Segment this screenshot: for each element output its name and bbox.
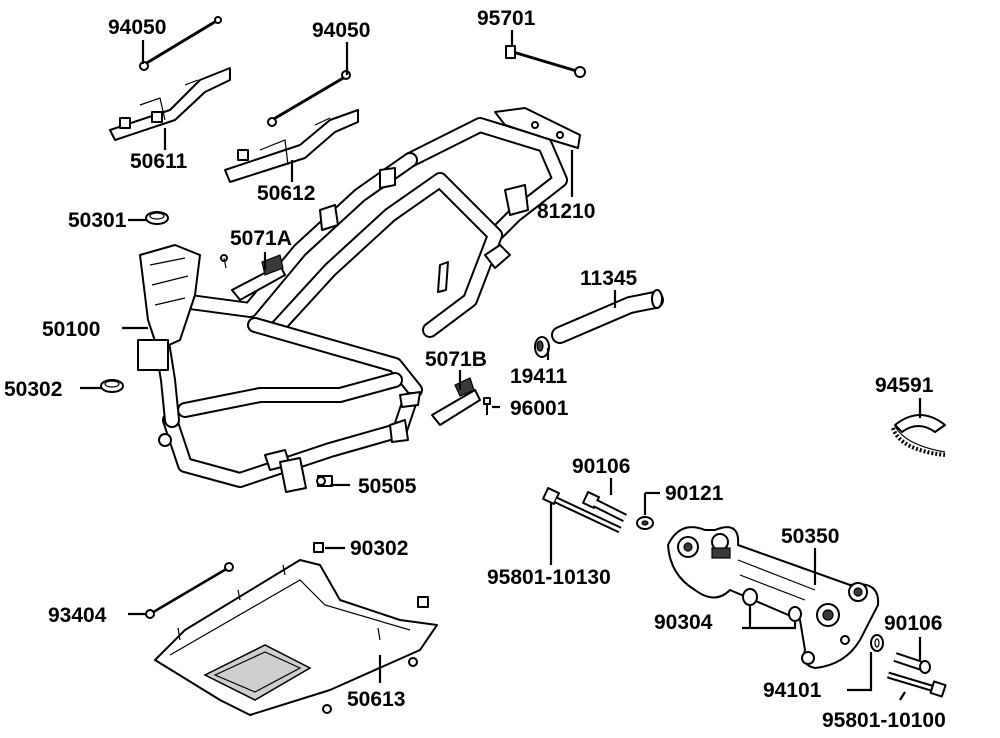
label-50301: 50301 (68, 209, 127, 232)
band-94591 (891, 414, 946, 457)
bracket-81210 (494, 107, 581, 149)
bushing-90106-b (893, 652, 931, 674)
bracket-50611 (109, 67, 231, 141)
clip-90302 (313, 542, 324, 553)
leader-lines (80, 30, 922, 701)
label-50350: 50350 (781, 525, 839, 548)
label-90106-a: 90106 (572, 455, 630, 478)
floor-panel-50613 (154, 559, 438, 716)
bushing-50505 (316, 475, 333, 487)
bolt-95701 (505, 45, 586, 78)
bolt-96001 (483, 397, 491, 415)
label-81210: 81210 (537, 200, 595, 223)
label-90121: 90121 (665, 482, 724, 505)
label-95801-10130: 95801-10130 (487, 566, 611, 589)
bushing-90106-a (582, 491, 628, 523)
label-90106-b: 90106 (884, 612, 942, 635)
bolt-95801-10130 (542, 487, 622, 534)
label-5071B: 5071B (425, 348, 487, 371)
label-94050-b: 94050 (312, 19, 370, 42)
label-50100: 50100 (42, 318, 100, 341)
label-94101: 94101 (763, 679, 822, 702)
label-94591: 94591 (875, 374, 934, 397)
label-93404: 93404 (48, 604, 107, 627)
engine-hanger-50350 (667, 526, 880, 669)
label-90304: 90304 (654, 611, 713, 634)
hose-11345 (551, 289, 664, 344)
bolt-95801-10100 (886, 671, 947, 698)
washer-90121 (636, 516, 654, 530)
part-labels: 94050 94050 95701 50611 50612 81210 5030… (4, 7, 946, 732)
label-50611: 50611 (130, 150, 188, 173)
label-5071A: 5071A (230, 227, 292, 250)
bracket-5071B (431, 377, 481, 426)
label-19411: 19411 (510, 365, 568, 388)
screw-93404 (145, 562, 234, 619)
race-50302 (100, 379, 124, 393)
bracket-50612 (224, 109, 359, 183)
label-95801-10100: 95801-10100 (822, 709, 946, 732)
label-96001: 96001 (510, 397, 569, 420)
bracket-5071A (220, 254, 286, 301)
bushing-90304 (742, 588, 802, 622)
main-frame (137, 117, 568, 493)
label-94050-a: 94050 (108, 16, 166, 39)
bolt-94050-a (139, 16, 222, 71)
label-50505: 50505 (358, 475, 417, 498)
label-90302: 90302 (350, 537, 408, 560)
label-50613: 50613 (347, 688, 405, 711)
clip-90302-b (417, 596, 429, 608)
label-95701: 95701 (477, 7, 536, 30)
race-50301 (145, 211, 169, 225)
clamp-19411 (534, 336, 550, 358)
label-50612: 50612 (257, 182, 315, 205)
washer-94101 (870, 634, 884, 652)
label-11345: 11345 (580, 267, 638, 290)
label-50302: 50302 (4, 378, 62, 401)
